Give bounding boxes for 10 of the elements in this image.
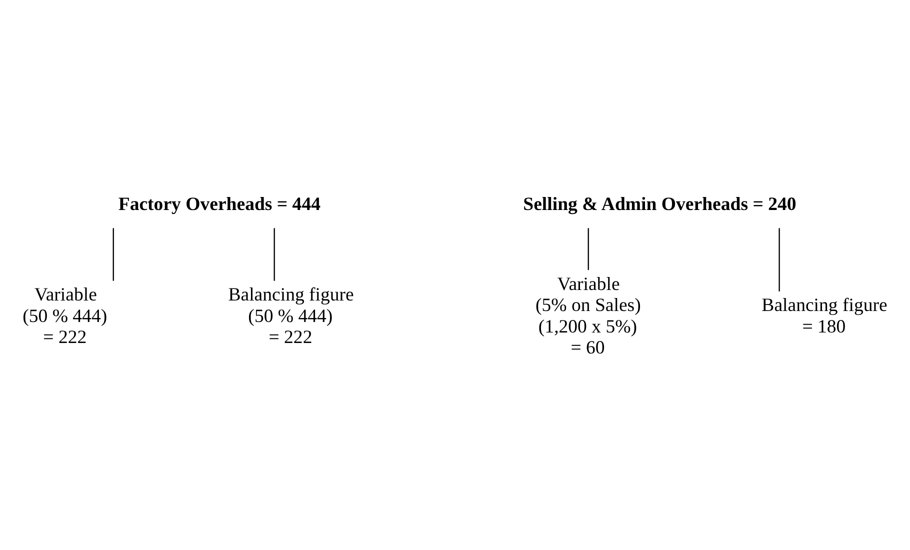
node-text: Balancing figure = 180 (762, 295, 888, 338)
node-text: Balancing figure (50 % 444) = 222 (228, 284, 354, 348)
connector (274, 228, 275, 281)
connector (778, 228, 780, 292)
node-text: Factory Overheads = 444 (118, 194, 321, 216)
node-text: Selling & Admin Overheads = 240 (523, 194, 796, 216)
connector (588, 228, 589, 270)
node-text: Variable (50 % 444) = 222 (22, 284, 108, 348)
node-text: Variable (5% on Sales) (1,200 x 5%) = 60 (535, 274, 641, 358)
connector (112, 228, 114, 281)
